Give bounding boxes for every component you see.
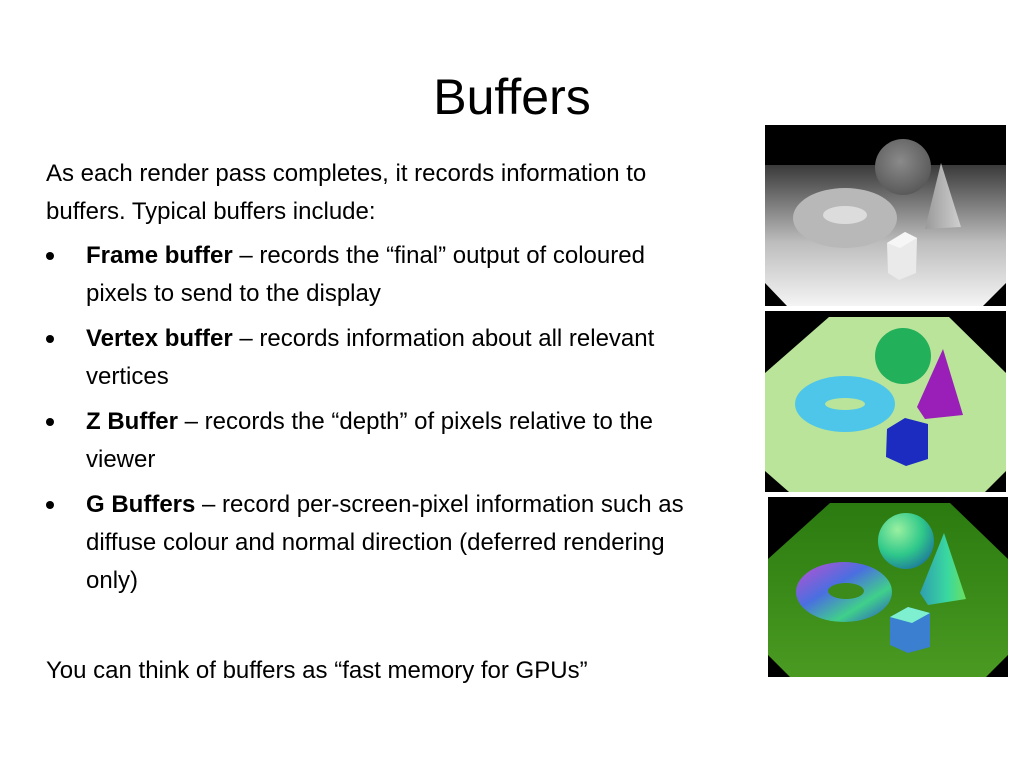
depth-buffer-render-image: [765, 125, 1006, 306]
list-item: Vertex buffer – records information abou…: [46, 320, 706, 396]
bullet-term: Z Buffer: [86, 408, 178, 435]
list-item: Z Buffer – records the “depth” of pixels…: [46, 403, 706, 479]
bullet-term: Vertex buffer: [86, 325, 233, 352]
diffuse-colour-render-image: [765, 311, 1006, 492]
bullet-icon: [46, 501, 54, 509]
closing-line: You can think of buffers as “fast memory…: [46, 657, 588, 684]
list-item: Frame buffer – records the “final” outpu…: [46, 237, 706, 313]
bullet-icon: [46, 335, 54, 343]
bullet-text: – records the “depth” of pixels relative…: [86, 408, 653, 473]
bullet-text: – records the “final” output of coloured…: [86, 242, 645, 307]
bullet-icon: [46, 252, 54, 260]
bullet-term: G Buffers: [86, 491, 196, 518]
bullet-icon: [46, 418, 54, 426]
normal-direction-render-image: [768, 497, 1008, 677]
slide-body: As each render pass completes, it record…: [46, 155, 706, 607]
slide-title: Buffers: [433, 69, 591, 125]
bullet-text: – record per-screen-pixel information su…: [86, 491, 684, 594]
bullet-term: Frame buffer: [86, 242, 233, 269]
list-item: G Buffers – record per-screen-pixel info…: [46, 486, 706, 600]
bullet-text: – records information about all relevant…: [86, 325, 655, 390]
intro-paragraph: As each render pass completes, it record…: [46, 160, 647, 225]
buffer-list: Frame buffer – records the “final” outpu…: [46, 237, 706, 600]
